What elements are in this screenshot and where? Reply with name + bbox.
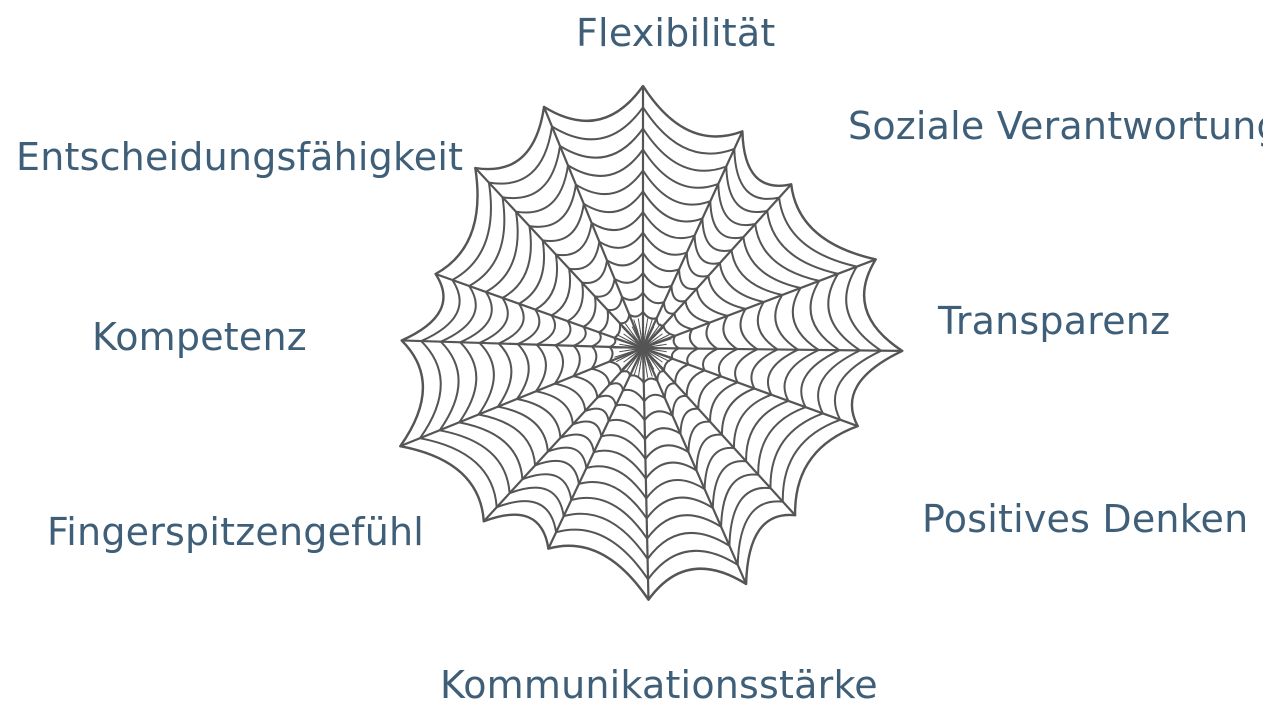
label-kompetenz: Kompetenz bbox=[92, 318, 307, 356]
label-transparenz: Transparenz bbox=[938, 302, 1170, 340]
label-kommunikationsstaerke: Kommunikationsstärke bbox=[440, 666, 878, 704]
web-spoke bbox=[643, 348, 858, 426]
web-spoke bbox=[484, 348, 643, 521]
web-spoke bbox=[643, 348, 902, 351]
label-fingerspitzengefuehl: Fingerspitzengefühl bbox=[47, 513, 424, 551]
spider-web-icon bbox=[375, 80, 915, 620]
label-positives-denken: Positives Denken bbox=[922, 500, 1248, 538]
label-flexibilitaet: Flexibilität bbox=[576, 14, 775, 52]
web-spoke bbox=[643, 184, 791, 348]
web-spoke bbox=[643, 348, 648, 600]
web-spoke bbox=[544, 107, 643, 348]
